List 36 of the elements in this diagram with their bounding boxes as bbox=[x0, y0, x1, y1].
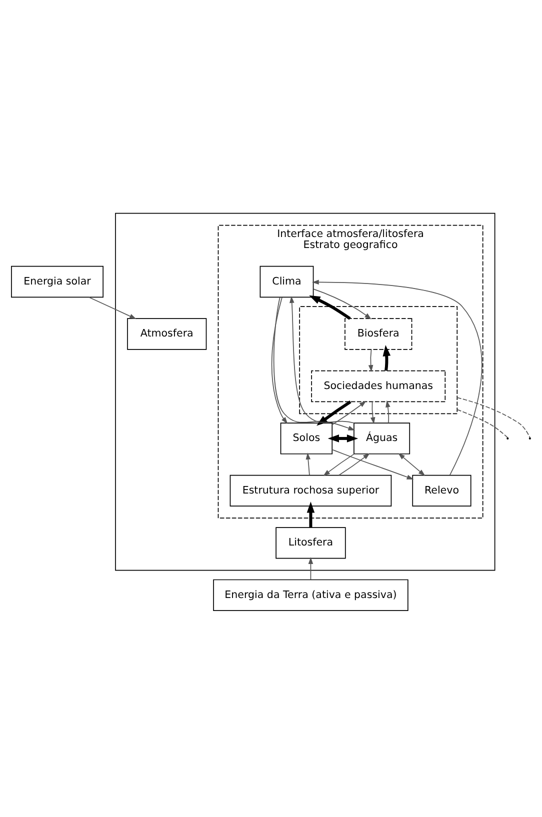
arrow bbox=[313, 288, 372, 320]
arrow bbox=[323, 454, 355, 476]
arrow bbox=[316, 400, 352, 426]
node-box: Águas bbox=[354, 422, 410, 454]
node-box: Estrutura rochosa superior bbox=[230, 474, 392, 507]
arrow bbox=[88, 296, 136, 320]
node-box: Solos bbox=[280, 422, 333, 454]
arrow bbox=[271, 297, 288, 424]
cluster bbox=[115, 212, 496, 571]
arrow bbox=[368, 349, 374, 372]
arrow bbox=[309, 295, 351, 320]
connector bbox=[456, 409, 508, 438]
node-box: Clima bbox=[260, 266, 314, 298]
arrow bbox=[332, 400, 366, 426]
node-box: Atmosfera bbox=[127, 318, 207, 350]
node-box: Sociedades humanas bbox=[311, 370, 446, 402]
arrow bbox=[306, 452, 311, 476]
node-box: Litosfera bbox=[276, 527, 346, 559]
arrow bbox=[306, 502, 315, 528]
arrow bbox=[332, 449, 414, 480]
arrow bbox=[398, 453, 426, 476]
node-box: Energia da Terra (ativa e passiva) bbox=[213, 579, 408, 611]
arrow bbox=[290, 296, 355, 424]
cluster bbox=[299, 306, 458, 414]
arrow bbox=[382, 344, 391, 371]
arrow bbox=[312, 280, 482, 476]
node-box: Relevo bbox=[412, 474, 472, 507]
arrow bbox=[386, 400, 390, 424]
arrow bbox=[338, 453, 370, 476]
arrow bbox=[308, 557, 314, 580]
node-box: Biosfera bbox=[344, 318, 412, 350]
node-box: Energia solar bbox=[11, 266, 104, 298]
arrow bbox=[370, 401, 376, 424]
arrow bbox=[273, 296, 356, 430]
arrow bbox=[328, 434, 358, 442]
connector bbox=[456, 397, 530, 438]
